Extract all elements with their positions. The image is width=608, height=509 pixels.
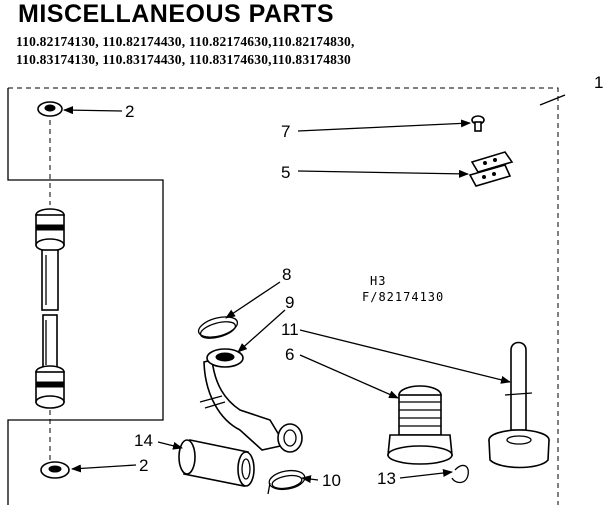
drawing-code-line-1: H3 — [370, 274, 386, 288]
drawing-code-line-2: F/82174130 — [362, 290, 444, 304]
callout-2-bottom: 2 — [139, 456, 148, 475]
callout-7: 7 — [281, 122, 290, 141]
callout-1: 1 — [594, 73, 603, 92]
spring-clip — [451, 464, 469, 484]
hose-clamp — [267, 469, 306, 495]
callout-14: 14 — [134, 431, 153, 450]
callout-5: 5 — [281, 163, 290, 182]
callout-10: 10 — [322, 471, 341, 490]
screw — [471, 115, 485, 132]
leader-lines — [63, 106, 511, 484]
bracket — [468, 151, 514, 187]
model-numbers-line-2: 110.83174130, 110.83174430, 110.83174630… — [16, 52, 351, 67]
coupling-sleeve — [178, 439, 255, 487]
threaded-fitting — [387, 385, 453, 465]
washer-bottom — [40, 461, 70, 479]
page-title: MISCELLANEOUS PARTS — [18, 0, 334, 28]
post-pin — [488, 341, 550, 469]
shaft-assembly — [35, 120, 65, 460]
callout-13: 13 — [377, 469, 396, 488]
callout-9: 9 — [285, 293, 294, 312]
callout-11: 11 — [281, 320, 299, 339]
elbow-hose — [199, 348, 303, 453]
callout-6: 6 — [285, 345, 294, 364]
model-numbers-line-1: 110.82174130, 110.82174430, 110.82174630… — [16, 34, 355, 49]
callout-2-top: 2 — [125, 102, 134, 121]
clamp-ring — [197, 316, 239, 339]
assembly-boundary — [7, 87, 566, 505]
washer-top — [37, 101, 63, 117]
callout-8: 8 — [282, 265, 291, 284]
